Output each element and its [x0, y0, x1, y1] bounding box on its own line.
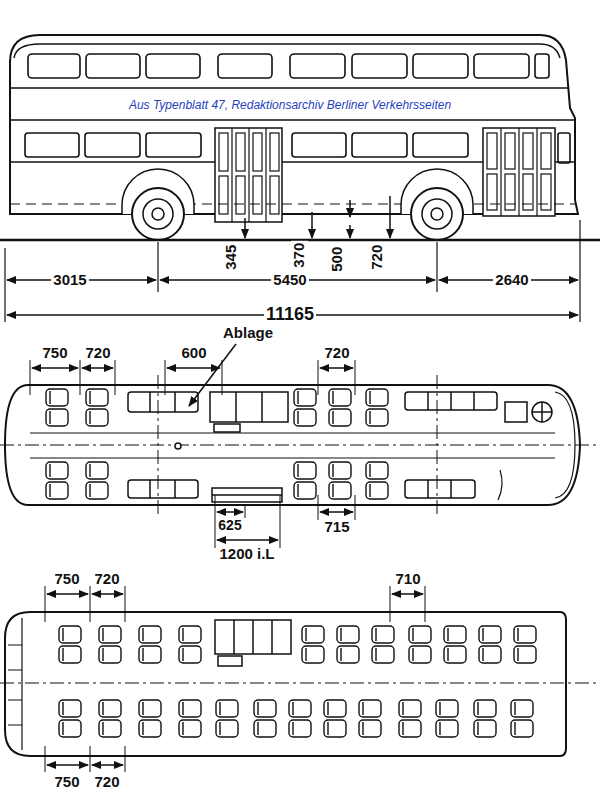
dimension-label: 720 [92, 571, 121, 588]
dimension-label: 5450 [271, 272, 308, 289]
part-label: Ablage [221, 325, 275, 342]
dimension-label: 345 [224, 242, 241, 271]
dimension-label: 715 [322, 519, 351, 536]
dimension-label: 720 [370, 242, 387, 271]
dimension-label: 2640 [493, 272, 530, 289]
dimension-label: 750 [40, 345, 69, 362]
dimension-label: 625 [216, 518, 243, 533]
dimension-label: 720 [92, 774, 121, 791]
dimension-label: 1200 i.L [217, 546, 276, 563]
dimension-label: 11165 [264, 305, 316, 325]
dimension-label: 710 [393, 571, 422, 588]
dimension-label: 370 [292, 240, 309, 269]
credit-note: Aus Typenblatt 47, Redaktionsarchiv Berl… [127, 99, 453, 112]
dimension-label: 720 [83, 345, 112, 362]
dimension-label: 750 [52, 774, 81, 791]
dimension-label: 600 [179, 345, 208, 362]
dimension-label: 3015 [51, 272, 88, 289]
dimension-label: 720 [322, 345, 351, 362]
dimension-label: 500 [330, 244, 347, 273]
dimension-label: 750 [52, 571, 81, 588]
